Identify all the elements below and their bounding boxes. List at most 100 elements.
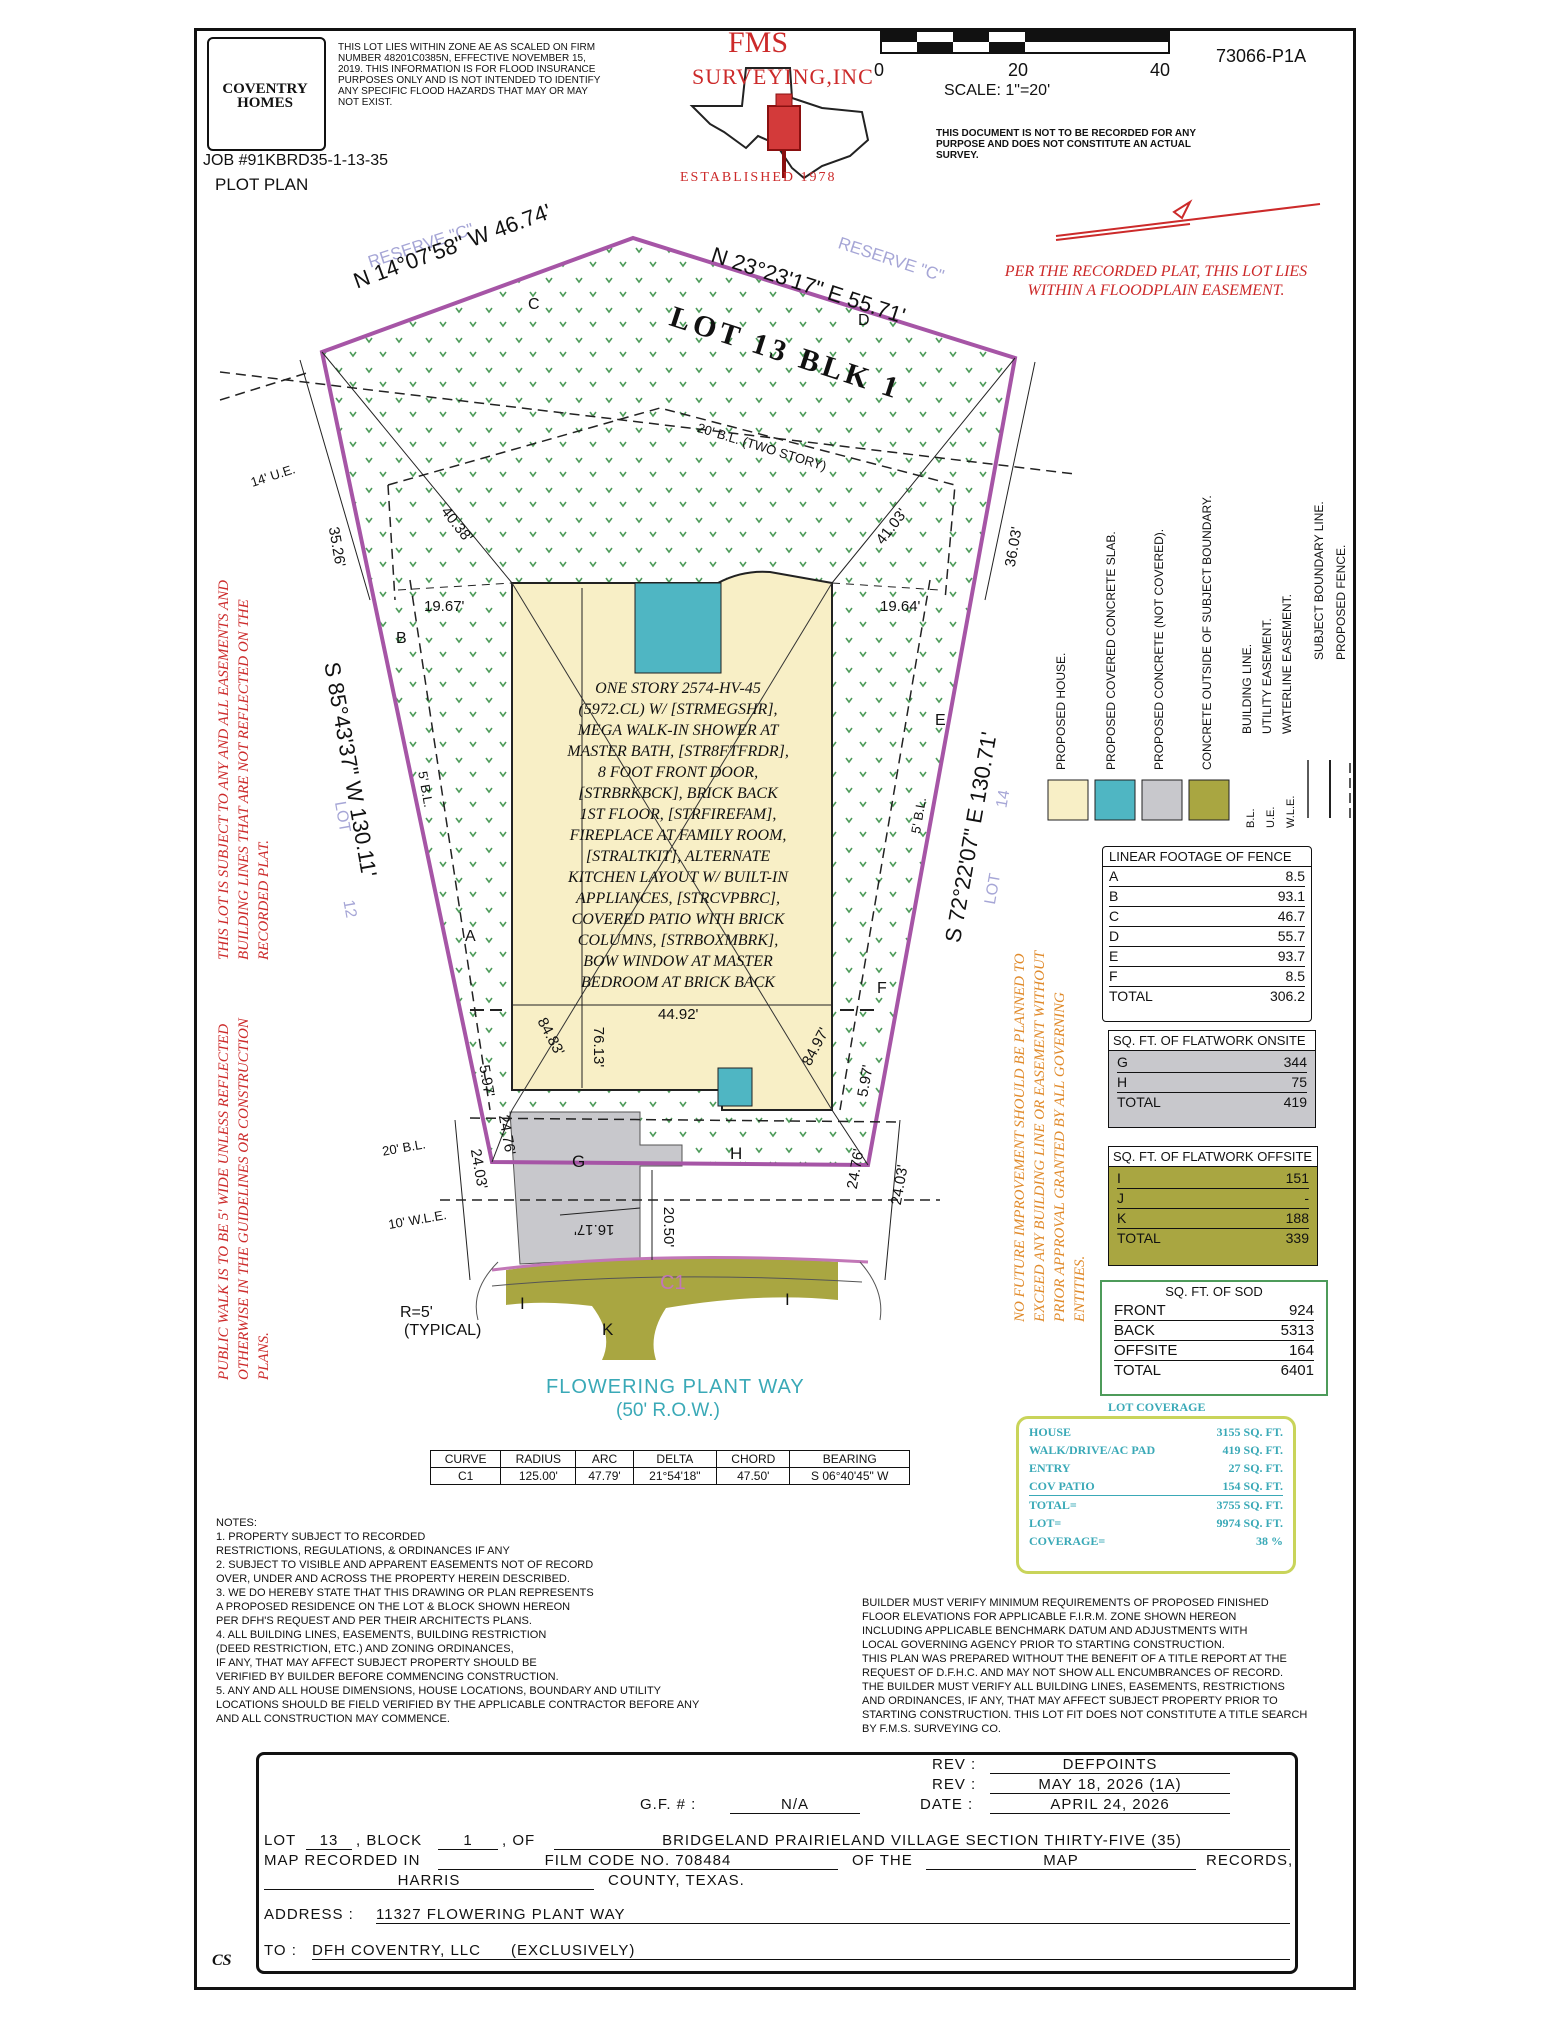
document-id: 73066-P1A xyxy=(1216,46,1307,66)
coventry-logo-box xyxy=(207,37,326,151)
legend-line-wle: WATERLINE EASEMENT. xyxy=(1280,593,1294,734)
dim-19-67: 19.67' xyxy=(424,598,465,615)
letter-h: H xyxy=(730,1144,743,1163)
scale-tick-40: 40 xyxy=(1150,60,1171,80)
county-suffix: COUNTY, TEXAS. xyxy=(608,1872,745,1889)
lot-number: 13 xyxy=(306,1832,352,1850)
lot-label: LOT xyxy=(264,1832,297,1849)
letter-d: D xyxy=(858,312,870,329)
adjacent-lot-14-number: 14 xyxy=(993,788,1014,810)
address: 11327 FLOWERING PLANT WAY xyxy=(376,1906,1290,1924)
block-label: , BLOCK xyxy=(356,1832,423,1849)
plan-type: PLOT PLAN xyxy=(215,175,309,194)
date-label: DATE : xyxy=(920,1796,974,1813)
house-description: ONE STORY 2574-HV-45(5972.CL) W/ [STRMEG… xyxy=(567,680,789,991)
easement-side-note: THIS LOT IS SUBJECT TO ANY AND ALL EASEM… xyxy=(216,580,272,960)
legend-abbr-bl: B.L. xyxy=(1245,808,1257,828)
letter-c: C xyxy=(528,296,540,313)
not-survey-note: THIS DOCUMENT IS NOT TO BE RECORDED FOR … xyxy=(936,128,1196,161)
legend-abbr-wle: W.L.E. xyxy=(1285,795,1297,828)
proposed-house xyxy=(511,570,833,1111)
gf-number: N/A xyxy=(730,1796,860,1814)
legend-label-concrete: PROPOSED CONCRETE (NOT COVERED). xyxy=(1152,528,1166,770)
legend-line-boundary: SUBJECT BOUNDARY LINE. xyxy=(1312,501,1326,660)
sheet-border xyxy=(194,28,1356,1990)
surveyor-sub: SURVEYING,INC xyxy=(692,64,874,89)
legend-line-fence: PROPOSED FENCE. xyxy=(1334,544,1348,660)
legend-swatch-offsite xyxy=(1188,779,1230,821)
date: APRIL 24, 2026 xyxy=(990,1796,1230,1814)
street-right-of-way: (50' R.O.W.) xyxy=(616,1400,720,1421)
drafter-initials: CS xyxy=(212,1952,232,1969)
legend-line-bl: BUILDING LINE. xyxy=(1240,643,1254,734)
offsite-concrete xyxy=(506,1257,838,1360)
radius-note: R=5' xyxy=(400,1304,433,1321)
of-label: , OF xyxy=(502,1832,536,1849)
lot-coverage-title: LOT COVERAGE xyxy=(1108,1400,1206,1414)
legend-swatch-covered xyxy=(1094,779,1136,821)
county: HARRIS xyxy=(264,1872,594,1890)
dim-20-50: 20.50' xyxy=(660,1206,678,1248)
letter-g: G xyxy=(572,1152,586,1171)
builder-notes: BUILDER MUST VERIFY MINIMUM REQUIREMENTS… xyxy=(862,1597,1308,1735)
map-recorded-label: MAP RECORDED IN xyxy=(264,1852,421,1869)
subdivision: BRIDGELAND PRAIRIELAND VILLAGE SECTION T… xyxy=(554,1832,1290,1850)
letter-k: K xyxy=(602,1320,614,1339)
address-label: ADDRESS : xyxy=(264,1906,354,1923)
letter-f: F xyxy=(877,980,887,997)
legend-abbr-ue: U.E. xyxy=(1265,806,1277,828)
rev-1: DEFPOINTS xyxy=(990,1756,1230,1774)
fms-texas-logo-icon xyxy=(689,67,870,180)
legend-swatch-house xyxy=(1047,779,1089,821)
future-improvement-note: NO FUTURE IMPROVEMENT SHOULD BE PLANNED … xyxy=(1012,951,1088,1322)
dim-19-64: 19.64' xyxy=(880,598,921,615)
letter-e: E xyxy=(935,712,946,729)
entry-slab xyxy=(717,1067,753,1107)
curve-label-c1: C1 xyxy=(660,1272,686,1294)
surveyor-name: FMS xyxy=(728,26,789,59)
street-name: FLOWERING PLANT WAY xyxy=(546,1376,805,1398)
legend-label-offsite: CONCRETE OUTSIDE OF SUBJECT BOUNDARY. xyxy=(1200,495,1214,770)
flood-zone-note: THIS LOT LIES WITHIN ZONE AE AS SCALED O… xyxy=(338,42,601,108)
letter-a: A xyxy=(465,928,476,945)
public-walk-side-note: PUBLIC WALK IS TO BE 5' WIDE UNLESS REFL… xyxy=(216,1018,272,1380)
of-the-label: OF THE xyxy=(852,1852,913,1869)
job-number: JOB #91KBRD35-1-13-35 xyxy=(203,152,388,169)
scale-label: SCALE: 1"=20' xyxy=(944,82,1051,99)
dim-5-97-left: 5.97' xyxy=(475,1063,498,1099)
established: ESTABLISHED 1978 xyxy=(680,170,837,185)
adjacent-lot-12-number: 12 xyxy=(339,898,360,920)
dim-16-17: 16.17' xyxy=(574,1221,615,1238)
rev-2: MAY 18, 2026 (1A) xyxy=(990,1776,1230,1794)
map-type: MAP xyxy=(926,1852,1196,1870)
letter-i-right: I xyxy=(785,1290,790,1309)
north-arrow-icon xyxy=(1055,199,1321,241)
title-block xyxy=(256,1752,1298,1974)
legend-label-house: PROPOSED HOUSE. xyxy=(1054,652,1068,770)
letter-i-left: I xyxy=(520,1294,525,1313)
film-code: FILM CODE No. 708484 xyxy=(438,1852,838,1870)
covered-patio xyxy=(634,582,722,674)
letter-b: B xyxy=(396,630,407,647)
to-recipient: DFH COVENTRY, LLC(EXCLUSIVELY) xyxy=(312,1942,1290,1960)
records-label: RECORDS, xyxy=(1206,1852,1294,1869)
rev-label-1: REV : xyxy=(932,1756,977,1773)
legend-swatch-concrete xyxy=(1141,779,1183,821)
rev-label-2: REV : xyxy=(932,1776,977,1793)
legend-line-ue: UTILITY EASEMENT. xyxy=(1260,618,1274,734)
scale-bar xyxy=(880,30,1170,54)
radius-note-typical: (TYPICAL) xyxy=(404,1322,482,1339)
scale-tick-20: 20 xyxy=(1008,60,1029,80)
to-label: TO : xyxy=(264,1942,297,1959)
dim-44-92: 44.92' xyxy=(658,1006,699,1023)
scale-tick-0: 0 xyxy=(874,60,885,80)
dim-76-13: 76.13' xyxy=(590,1026,608,1068)
